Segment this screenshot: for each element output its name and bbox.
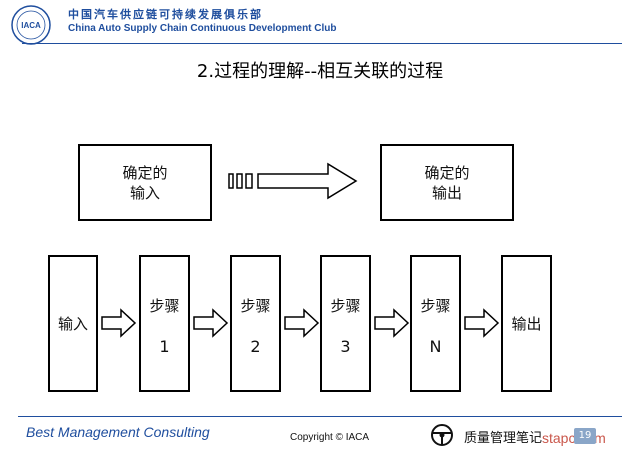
step-number: 1 [159,337,170,356]
step-label: 步骤 [240,297,271,315]
arrow-right-icon [101,308,137,338]
process-output-label: 输出 [511,314,542,333]
arrow-right-icon [374,308,410,338]
header-divider [22,43,622,44]
process-step-box: 步骤 N [410,255,461,392]
process-step-box: 步骤 1 [139,255,190,392]
footer-divider [18,416,622,417]
arrow-right-icon [464,308,500,338]
defined-output-line1: 确定的 [424,163,470,182]
defined-input-box: 确定的 输入 [78,144,212,221]
footer-copyright: Copyright © IACA [290,432,370,443]
step-number: N [429,337,442,356]
slide-title: 2.过程的理解--相互关联的过程 [196,61,444,82]
defined-input-line1: 确定的 [122,163,168,182]
org-name-en: China Auto Supply Chain Continuous Devel… [68,23,337,34]
process-step-box: 步骤 2 [230,255,281,392]
process-input-label: 输入 [57,314,88,333]
step-label: 步骤 [330,297,361,315]
big-right-arrow-icon [228,162,358,200]
footer-brand: Best Management Consulting [26,424,210,440]
watermark-text: 质量管理笔记 [464,431,543,446]
arrow-right-icon [284,308,320,338]
iaca-logo: IACA [11,5,51,45]
process-output-box: 输出 [501,255,552,392]
process-step-box: 步骤 3 [320,255,371,392]
defined-input-line2: 输入 [129,183,160,202]
arrow-right-icon [193,308,229,338]
process-input-box: 输入 [48,255,98,392]
defined-output-box: 确定的 输出 [380,144,514,221]
page-number: 19 [574,428,596,444]
step-label: 步骤 [149,297,180,315]
step-label: 步骤 [420,297,451,315]
logo-text: IACA [21,21,41,30]
step-number: 2 [250,337,261,356]
org-name-cn: 中国汽车供应链可持续发展俱乐部 [68,8,263,21]
step-number: 3 [340,337,351,356]
steering-wheel-icon [431,424,453,446]
defined-output-line2: 输出 [431,183,462,202]
